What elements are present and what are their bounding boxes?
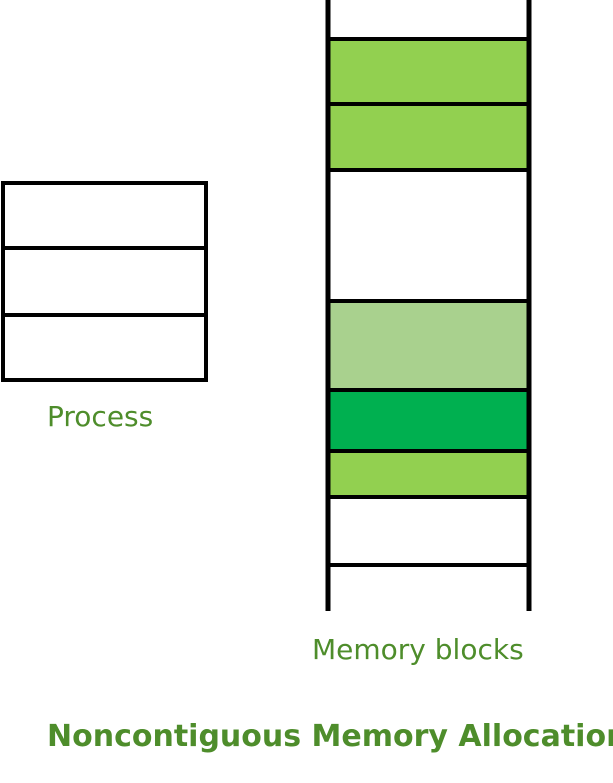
memory-block-allocated: [328, 39, 529, 104]
process-label: Process: [47, 400, 154, 433]
process-block: [1, 313, 208, 382]
process-block: [1, 181, 208, 250]
process-stack: [1, 181, 208, 382]
memory-column: [325, 0, 532, 611]
memory-block-free: [328, 565, 529, 611]
memory-block-allocated: [328, 390, 529, 451]
diagram-title: Noncontiguous Memory Allocation: [47, 719, 613, 754]
process-block: [1, 246, 208, 317]
memory-block-allocated: [328, 301, 529, 390]
memory-block-free: [328, 0, 529, 39]
memory-blocks-label: Memory blocks: [312, 633, 524, 666]
memory-block-allocated: [328, 451, 529, 497]
memory-block-free: [328, 170, 529, 301]
memory-block-allocated: [328, 104, 529, 170]
memory-block-free: [328, 497, 529, 565]
